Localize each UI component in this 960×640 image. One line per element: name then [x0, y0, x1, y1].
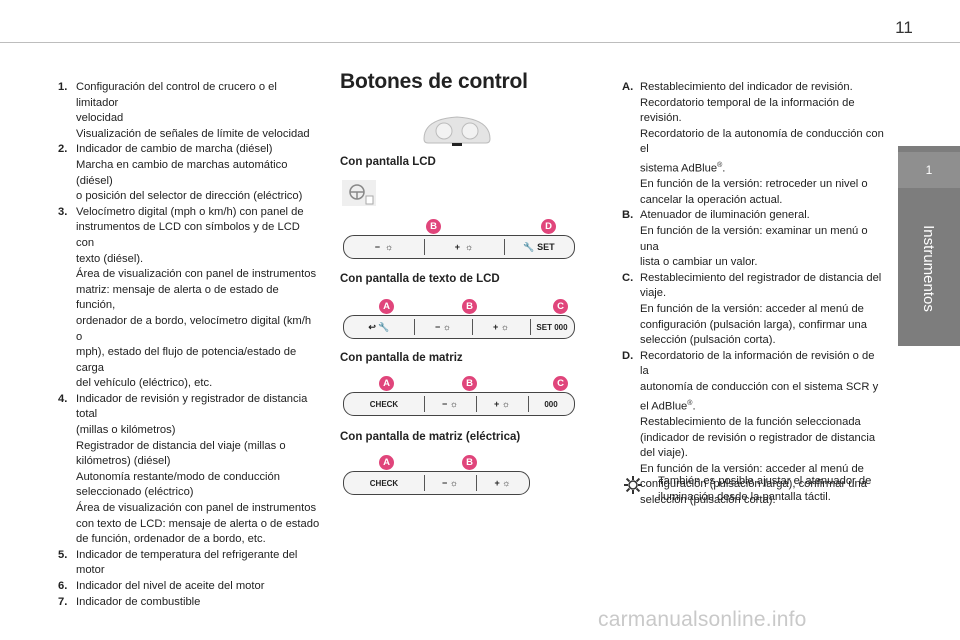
wrench-icon: 🔧 [378, 321, 390, 332]
sun-icon: ☼ [502, 478, 511, 488]
list-item: 6.Indicador del nivel de aceite del moto… [58, 580, 265, 592]
callout-d: D [541, 219, 556, 234]
control-panel-matrix-electric: CHECK − ☼ + ☼ [343, 471, 530, 495]
list-item: B. Atenuador de iluminación general.En f… [622, 209, 868, 269]
plus-icon: + [492, 322, 499, 332]
legend-list: 1. Configuración del control de crucero … [58, 80, 320, 610]
list-item: 2. Indicador de cambio de marcha (diésel… [58, 143, 303, 203]
minus-icon: − [434, 322, 441, 332]
check-button[interactable]: CHECK [369, 478, 399, 488]
watermark: carmanualsonline.info [598, 608, 807, 631]
sun-icon: ☼ [501, 399, 511, 409]
chapter-tab[interactable]: 1 Instrumentos [898, 146, 960, 346]
plus-icon: + [494, 478, 500, 488]
callout-b: B [426, 219, 441, 234]
note-line: También es posible ajustar el atenuador … [658, 475, 872, 487]
sun-icon: ☼ [500, 322, 510, 332]
dim-minus-button[interactable]: − ☼ [344, 236, 424, 258]
sun-icon: ☼ [442, 322, 452, 332]
callout-c: C [553, 299, 568, 314]
heading-text-lcd: Con pantalla de texto de LCD [340, 273, 500, 285]
note-line: iluminación desde la pantalla táctil. [658, 490, 831, 503]
dim-minus-button[interactable]: − ☼ [424, 472, 476, 494]
heading-lcd: Con pantalla LCD [340, 156, 436, 168]
wrench-icon: 🔧 [523, 241, 535, 252]
steering-wheel-icon [342, 180, 376, 206]
dim-minus-button[interactable]: − ☼ [414, 316, 472, 338]
heading-matrix: Con pantalla de matriz [340, 352, 463, 364]
sun-icon: ☼ [465, 242, 474, 252]
back-button[interactable]: ↩ 🔧 [344, 316, 414, 338]
control-panel-text-lcd: ↩ 🔧 − ☼ + ☼ SET 000 [343, 315, 575, 339]
callout-a: A [379, 455, 394, 470]
dim-plus-button[interactable]: + ☼ [424, 236, 504, 258]
heading-matrix-electric: Con pantalla de matriz (eléctrica) [340, 431, 521, 443]
dim-plus-button[interactable]: + ☼ [476, 393, 528, 415]
callout-a: A [379, 376, 394, 391]
set-reset-button[interactable]: SET 000 [536, 322, 568, 332]
minus-icon: − [441, 478, 448, 488]
dim-plus-button[interactable]: + ☼ [472, 316, 530, 338]
button-description-list: A. Restablecimiento del indicador de rev… [622, 80, 884, 509]
chapter-number: 1 [898, 152, 960, 188]
instrument-cluster-icon [423, 116, 491, 146]
trip-reset-button[interactable]: 000 [544, 399, 558, 409]
minus-icon: − [441, 399, 448, 409]
list-item: 3. Velocímetro digital (mph o km/h) con … [58, 205, 317, 390]
callout-b: B [462, 299, 477, 314]
control-panel-lcd: − ☼ + ☼ 🔧 SET [343, 235, 575, 259]
minus-icon: − [374, 242, 380, 252]
callout-b: B [462, 455, 477, 470]
callout-c: C [553, 376, 568, 391]
list-item: 1. Configuración del control de crucero … [58, 81, 310, 140]
sun-icon: ☼ [449, 478, 459, 488]
page-number: 11 [895, 18, 913, 37]
list-item: D. Recordatorio de la información de rev… [622, 349, 879, 506]
header-rule [0, 42, 960, 43]
sun-icon: ☼ [385, 242, 394, 252]
plus-icon: + [454, 242, 460, 252]
control-panel-matrix: CHECK − ☼ + ☼ 000 [343, 392, 575, 416]
list-item: A. Restablecimiento del indicador de rev… [622, 81, 884, 206]
list-item: 5.Indicador de temperatura del refrigera… [58, 548, 298, 577]
check-button[interactable]: CHECK [369, 399, 399, 409]
sun-icon: ☼ [449, 399, 459, 409]
plus-icon: + [493, 399, 500, 409]
list-item: 4. Indicador de revisión y registrador d… [58, 392, 320, 546]
dim-plus-button[interactable]: + ☼ [476, 472, 529, 494]
settings-gear-icon [624, 476, 642, 494]
set-button[interactable]: 🔧 SET [523, 241, 555, 253]
return-icon: ↩ [368, 321, 376, 332]
section-title: Botones de control [340, 70, 528, 93]
callout-a: A [379, 299, 394, 314]
dim-minus-button[interactable]: − ☼ [424, 393, 476, 415]
tip-note: También es posible ajustar el atenuador … [622, 474, 884, 505]
callout-b: B [462, 376, 477, 391]
chapter-label: Instrumentos [919, 224, 937, 312]
list-item: C. Restablecimiento del registrador de d… [622, 271, 882, 347]
list-item: 7.Indicador de combustible [58, 595, 201, 608]
